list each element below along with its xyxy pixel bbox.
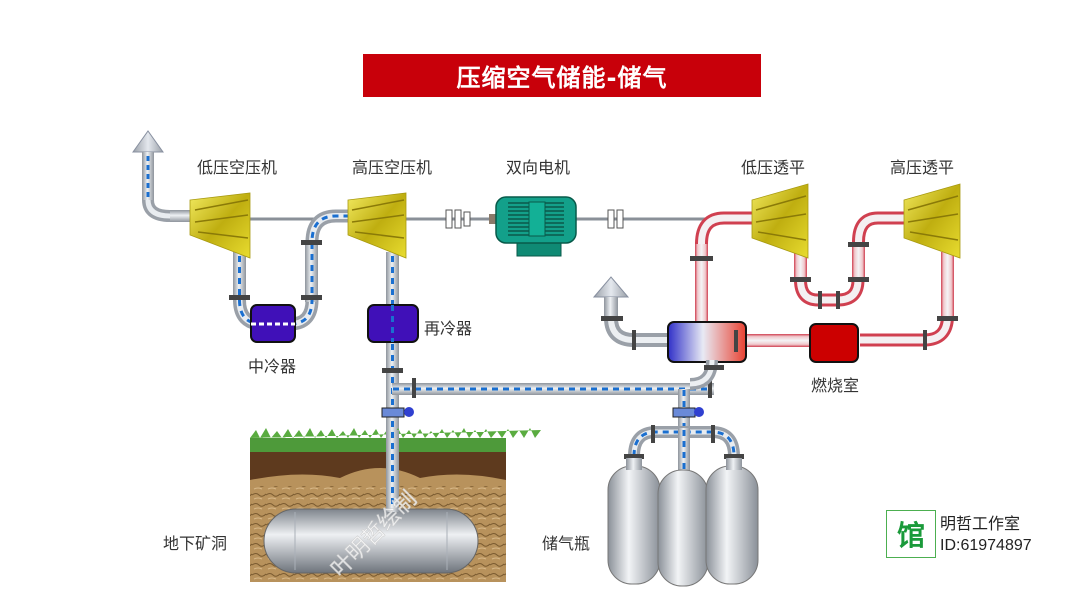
exhaust-arrow-right xyxy=(592,276,672,350)
label-lp-turbine: 低压透平 xyxy=(741,158,806,177)
studio-info: 明哲工作室 ID:61974897 xyxy=(940,513,1032,557)
hp-compressor xyxy=(347,192,407,259)
combustor xyxy=(809,323,859,363)
label-aftercooler: 再冷器 xyxy=(424,319,473,338)
gas-cylinder-1 xyxy=(607,458,661,585)
gas-cylinder-2 xyxy=(657,469,709,587)
label-lp-compressor: 低压空压机 xyxy=(197,158,278,177)
label-underground-cavern: 地下矿洞 xyxy=(163,534,228,553)
label-combustor: 燃烧室 xyxy=(811,376,860,395)
coupling-right xyxy=(607,209,624,229)
studio-name: 明哲工作室 xyxy=(940,514,1021,533)
studio-id: ID:61974897 xyxy=(940,537,1032,554)
studio-logo: 馆 xyxy=(886,510,936,558)
cylinder-manifold xyxy=(624,425,744,474)
bidirectional-motor xyxy=(489,196,577,257)
label-hp-compressor: 高压空压机 xyxy=(352,158,433,177)
intercooler xyxy=(250,304,296,343)
coupling-left xyxy=(445,209,471,229)
heat-exchanger xyxy=(667,321,747,390)
lp-compressor xyxy=(189,192,251,259)
label-hp-turbine: 高压透平 xyxy=(890,158,955,177)
page-title: 压缩空气储能-储气 xyxy=(363,54,761,97)
exhaust-arrow-left xyxy=(132,130,192,222)
hp-turbine xyxy=(903,183,961,259)
lp-turbine xyxy=(751,183,809,259)
underground-cavern xyxy=(250,428,541,582)
label-intercooler: 中冷器 xyxy=(248,357,297,376)
turbine-pipes xyxy=(690,211,958,350)
label-motor: 双向电机 xyxy=(506,158,571,177)
gas-cylinder-3 xyxy=(705,458,759,585)
label-gas-cylinders: 储气瓶 xyxy=(542,534,591,553)
